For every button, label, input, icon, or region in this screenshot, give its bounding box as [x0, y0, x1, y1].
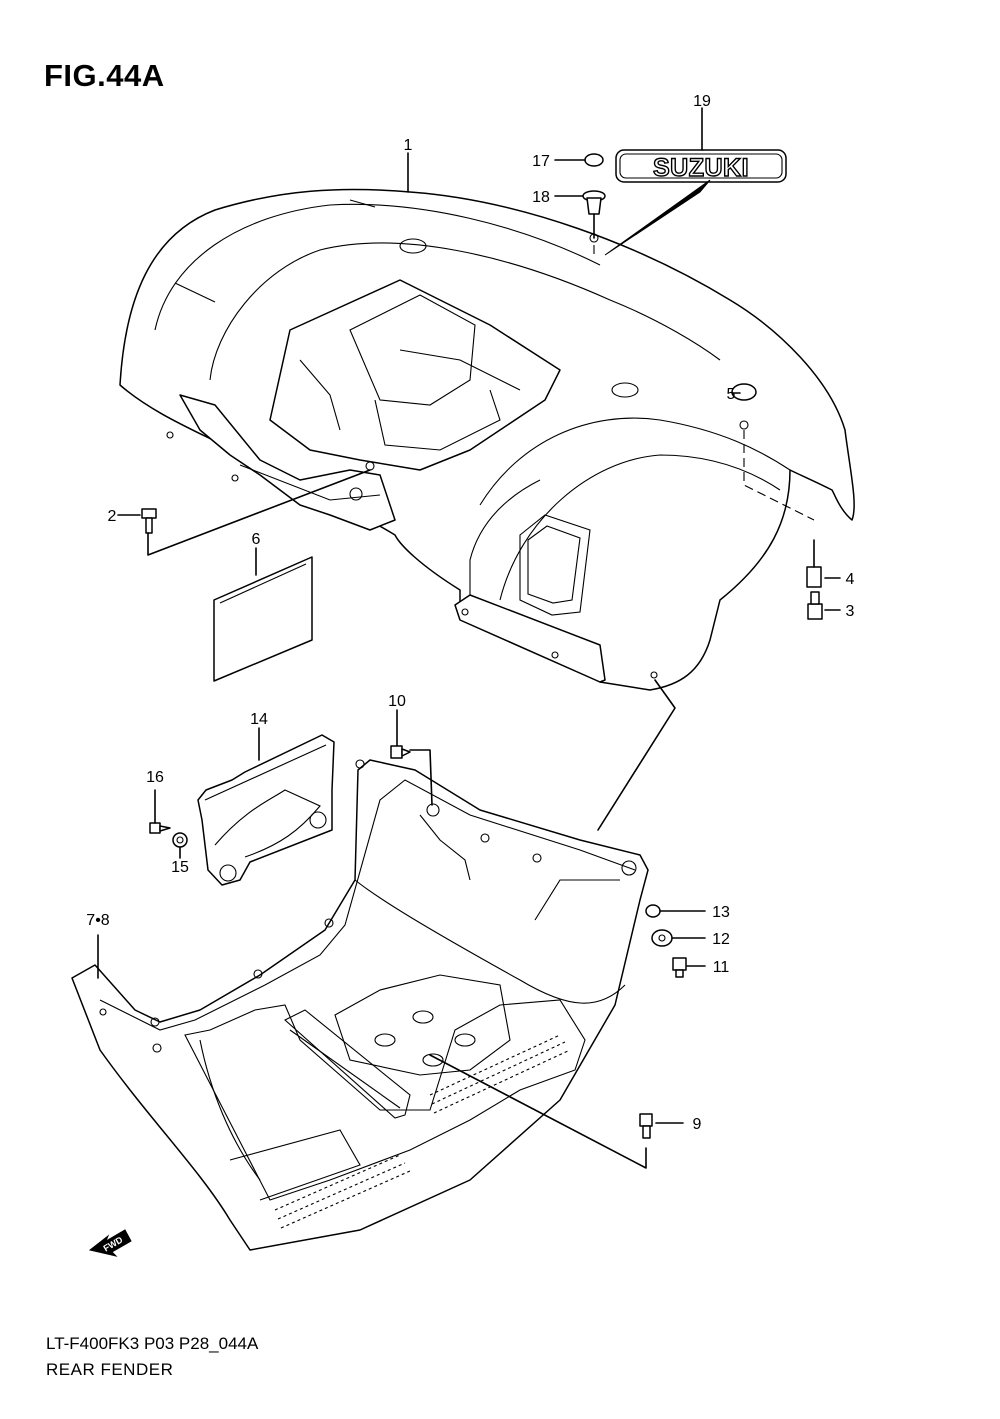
emblem-pointer: [604, 179, 711, 256]
callout-17: 17: [532, 153, 550, 170]
emblem-text: SUZUKI: [653, 154, 749, 182]
callout-numbers: 1 2 3 4 5 6 7•8 9 10 11 12 13 14 15 16 1…: [86, 93, 854, 1133]
callout-4: 4: [846, 571, 855, 588]
rear-fender-body: [119, 188, 855, 691]
screw-16-icon: [149, 822, 171, 834]
callout-15: 15: [171, 859, 189, 876]
nut-15-icon: [172, 832, 188, 848]
grommet-5-icon: [731, 383, 757, 401]
washer-12-icon: [651, 929, 673, 947]
callout-2: 2: [108, 508, 117, 525]
model-code: LT-F400FK3 P03 P28_044A: [46, 1334, 259, 1353]
callout-16: 16: [146, 769, 164, 786]
callout-14: 14: [250, 711, 268, 728]
callout-5: 5: [727, 386, 736, 403]
bolt-3-icon: [807, 591, 823, 620]
callout-19: 19: [693, 93, 711, 110]
tool-bag-plate: [213, 556, 313, 682]
tread-pattern: [274, 1034, 571, 1229]
callout-12: 12: [712, 931, 730, 948]
callout-7-8: 7•8: [86, 912, 110, 929]
callout-13: 13: [712, 904, 730, 921]
figure-title: FIG.44A: [44, 58, 165, 93]
arrow-icon: [88, 1229, 132, 1257]
figure-name: REAR FENDER: [46, 1360, 174, 1379]
nut-18-icon: [582, 190, 606, 215]
callout-6: 6: [252, 531, 261, 548]
fwd-direction-marker: FWD: [88, 1229, 132, 1257]
clip-10-icon: [390, 745, 411, 759]
callout-1: 1: [404, 137, 413, 154]
nut-13-icon: [645, 904, 661, 918]
callout-9: 9: [693, 1116, 702, 1133]
callout-10: 10: [388, 693, 406, 710]
leader-lines: [97, 107, 841, 1169]
bolt-9-icon: [639, 1113, 653, 1139]
bolt-2-icon: [141, 508, 157, 534]
callout-18: 18: [532, 189, 550, 206]
collar-4-icon: [806, 566, 822, 588]
inner-cover-plate: [197, 734, 335, 886]
callout-3: 3: [846, 603, 855, 620]
suzuki-emblem: SUZUKI: [615, 149, 787, 183]
footrest-mud-guard: [71, 759, 649, 1251]
callout-11: 11: [713, 959, 730, 976]
screw-11-icon: [672, 957, 687, 978]
